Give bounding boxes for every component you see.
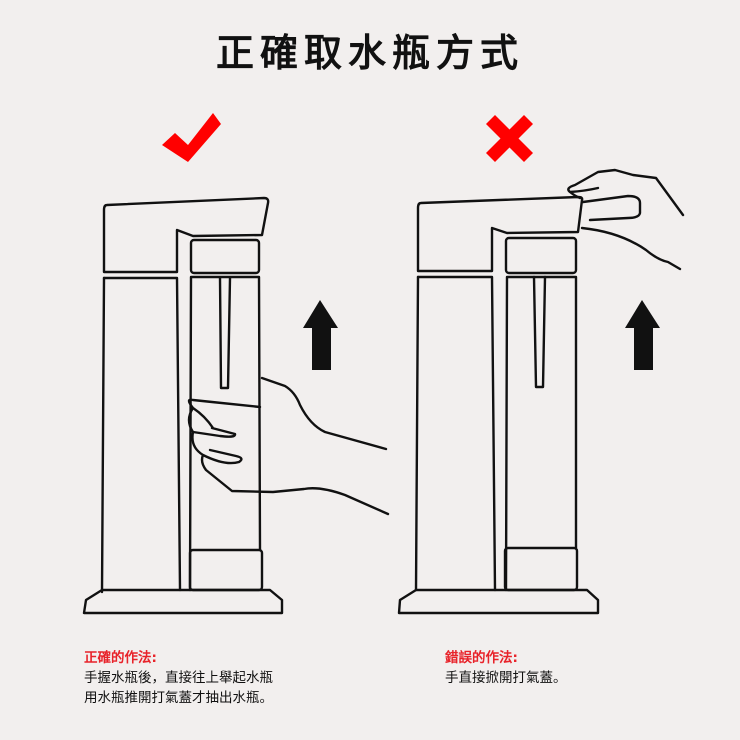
up-arrow-icon <box>625 300 660 370</box>
caption-line: 手直接掀開打氣蓋。 <box>445 670 567 686</box>
soda-machine-wrong <box>397 168 685 615</box>
machine-column <box>102 276 182 592</box>
check-mark-icon <box>162 113 221 162</box>
panel-wrong <box>397 115 685 615</box>
carbonation-tube <box>532 275 547 389</box>
page-title: 正確取水瓶方式 <box>215 31 524 75</box>
machine-base <box>82 588 284 615</box>
bottle-cap <box>504 236 578 275</box>
bottle-bottom <box>188 548 264 592</box>
caption-heading: 正確的作法: <box>84 650 157 666</box>
machine-column <box>416 275 497 592</box>
caption-wrong: 錯誤的作法: 手直接掀開打氣蓋。 <box>445 648 567 688</box>
machine-base <box>397 588 600 615</box>
bottle-cap <box>189 238 261 275</box>
caption-correct: 正確的作法: 手握水瓶後，直接往上舉起水瓶 用水瓶推開打氣蓋才抽出水瓶。 <box>84 648 273 708</box>
machine-head <box>416 195 584 273</box>
caption-line: 手握水瓶後，直接往上舉起水瓶 <box>84 670 273 686</box>
bottle-body <box>188 275 262 592</box>
carbonation-tube <box>218 276 232 390</box>
panel-correct <box>82 113 390 615</box>
hand-icon <box>187 376 390 516</box>
hand-icon <box>567 168 685 271</box>
caption-heading: 錯誤的作法: <box>445 650 518 666</box>
up-arrow-icon <box>303 300 338 370</box>
bottle-body <box>504 275 578 592</box>
soda-machine-correct <box>82 196 390 615</box>
bottle-bottom <box>503 546 579 592</box>
cross-mark-icon <box>486 115 533 162</box>
caption-line: 用水瓶推開打氣蓋才抽出水瓶。 <box>84 690 273 706</box>
machine-head <box>102 196 270 274</box>
